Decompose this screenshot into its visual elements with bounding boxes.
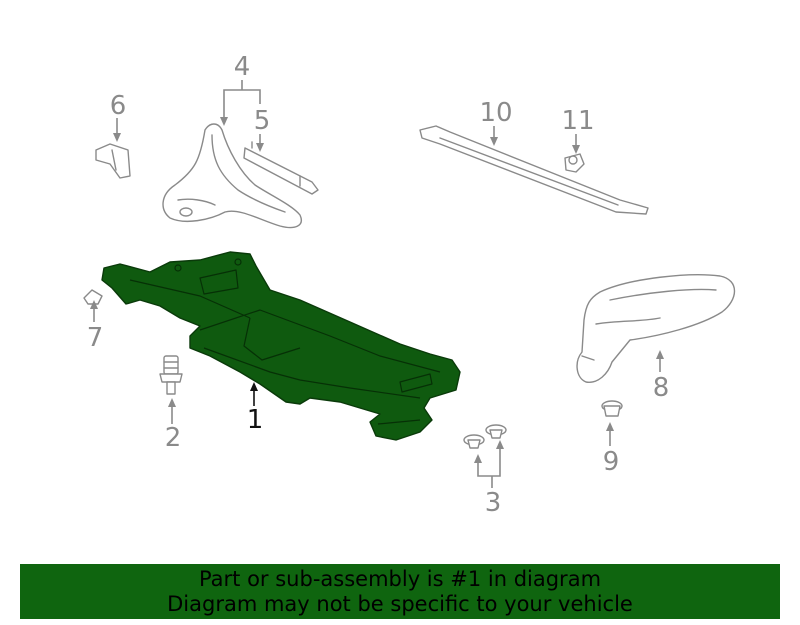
part-11-clip (564, 153, 585, 173)
callout-5: 5 (254, 106, 271, 136)
callout-labels: 1 2 3 4 5 6 7 8 9 10 11 (87, 52, 670, 518)
part-2-bolt (159, 355, 183, 395)
part-4-bracket (162, 123, 302, 229)
info-banner: Part or sub-assembly is #1 in diagram Di… (20, 564, 780, 619)
banner-line-2: Diagram may not be specific to your vehi… (167, 591, 633, 616)
callout-3: 3 (485, 488, 502, 518)
part-10-rail (419, 125, 649, 215)
callout-4: 4 (234, 52, 251, 82)
callout-9: 9 (603, 447, 620, 477)
callout-10: 10 (479, 98, 512, 128)
parts-diagram: 1 2 3 4 5 6 7 8 9 10 11 (83, 52, 736, 518)
part-7-clip (83, 289, 103, 305)
part-5-bar (243, 141, 319, 195)
callout-6: 6 (110, 91, 127, 121)
callout-2: 2 (165, 423, 182, 453)
part-3-screws (463, 424, 507, 449)
banner-line-1: Part or sub-assembly is #1 in diagram (198, 566, 602, 591)
leader-lines (90, 80, 664, 488)
callout-8: 8 (653, 373, 670, 403)
part-8-shield (576, 274, 736, 383)
callout-11: 11 (561, 106, 594, 136)
part-9-clip (601, 400, 623, 417)
part-1-undercover (101, 251, 461, 441)
part-6-bracket (95, 143, 131, 179)
callout-1: 1 (247, 405, 264, 435)
callout-7: 7 (87, 323, 104, 353)
